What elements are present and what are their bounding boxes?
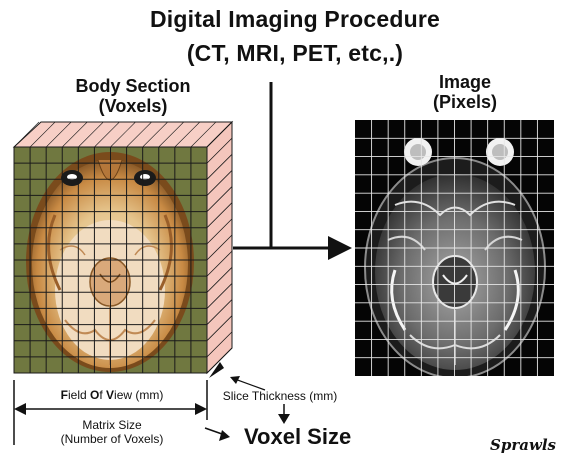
diagram-subtitle: (CT, MRI, PET, etc,.) xyxy=(60,40,530,67)
fov-arrow-left xyxy=(14,403,26,415)
field-of-view-label: Field Of View (mm) xyxy=(22,388,202,402)
matrix-size-label: Matrix Size xyxy=(22,418,202,432)
fov-letter-o: O xyxy=(90,388,99,402)
body-section-label: Body Section xyxy=(28,76,238,96)
fov-letter-v: V xyxy=(106,388,114,402)
fov-arrow-right xyxy=(195,403,207,415)
voxel-slab xyxy=(14,122,232,373)
fov-letter-f: F xyxy=(61,388,68,402)
matrix-pointer-line xyxy=(205,428,222,434)
image-sublabel: (Pixels) xyxy=(410,92,520,112)
matrix-pointer-head xyxy=(219,430,230,441)
slice-to-voxel-head xyxy=(278,414,290,424)
mri-image xyxy=(355,120,554,378)
diagram-title: Digital Imaging Procedure xyxy=(60,6,530,33)
procedure-arrow-head xyxy=(328,236,352,260)
voxel-size-label: Voxel Size xyxy=(244,424,351,450)
fov-text-2: f xyxy=(99,388,106,402)
image-label: Image xyxy=(410,72,520,92)
fov-text-1: ield xyxy=(68,388,90,402)
slice-thickness-label: Slice Thickness (mm) xyxy=(205,389,355,403)
body-section-sublabel: (Voxels) xyxy=(28,96,238,116)
author-signature: Sprawls xyxy=(490,436,556,454)
matrix-size-sublabel: (Number of Voxels) xyxy=(22,432,202,446)
fov-text-3: iew (mm) xyxy=(114,388,163,402)
